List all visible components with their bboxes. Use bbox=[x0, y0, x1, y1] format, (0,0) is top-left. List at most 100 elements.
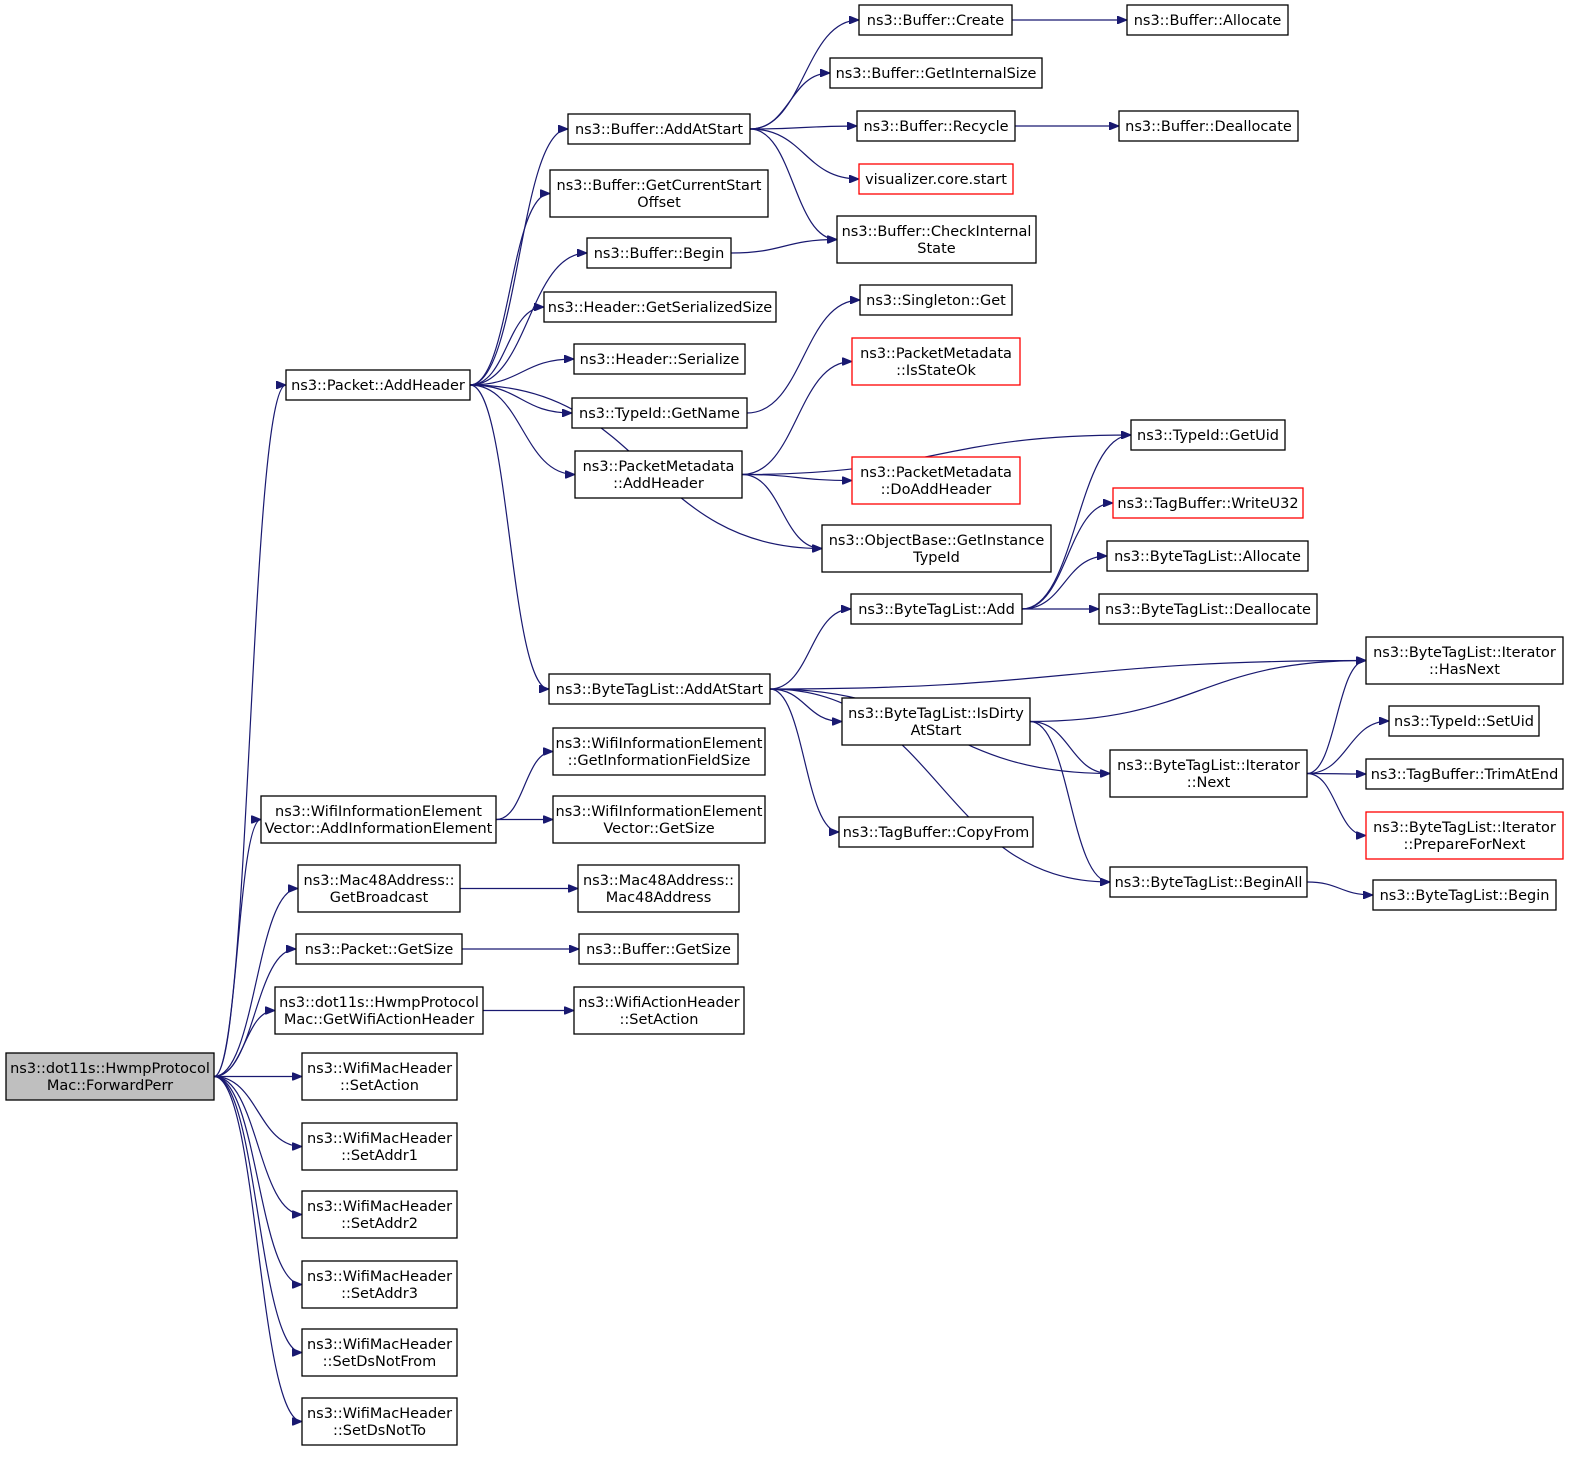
node-ns3-typeid-getuid[interactable]: ns3::TypeId::GetUid bbox=[1130, 419, 1286, 451]
edge-n0-to-n11 bbox=[213, 1075, 303, 1422]
node-ns3-tagbuffer-trimatend[interactable]: ns3::TagBuffer::TrimAtEnd bbox=[1365, 758, 1564, 790]
node-ns3-dot11s-hwmpprotocolmac-getwifiactionheader[interactable]: ns3::dot11s::HwmpProtocolMac::GetWifiAct… bbox=[274, 986, 484, 1035]
edge-n12-to-n27 bbox=[749, 126, 857, 129]
node-box bbox=[574, 450, 743, 499]
node-label: ::SetAddr2 bbox=[341, 1216, 418, 1232]
node-box bbox=[260, 795, 497, 844]
node-ns3-packetmetadata-isstateok[interactable]: ns3::PacketMetadata::IsStateOk bbox=[851, 337, 1021, 386]
node-ns3-buffer-addatstart[interactable]: ns3::Buffer::AddAtStart bbox=[567, 113, 751, 145]
node-label: ns3::ByteTagList::Add bbox=[858, 602, 1015, 618]
node-ns3-buffer-deallocate[interactable]: ns3::Buffer::Deallocate bbox=[1118, 110, 1299, 142]
node-box bbox=[301, 1190, 458, 1239]
node-ns3-bytetaglist-add[interactable]: ns3::ByteTagList::Add bbox=[850, 593, 1023, 625]
node-label: ::GetInformationFieldSize bbox=[568, 753, 751, 769]
node-box bbox=[829, 57, 1043, 89]
node-ns3-buffer-getinternalsize[interactable]: ns3::Buffer::GetInternalSize bbox=[829, 57, 1043, 89]
node-ns3-wifimacheader-setaddr1[interactable]: ns3::WifiMacHeader::SetAddr1 bbox=[301, 1122, 458, 1171]
node-ns3-bytetaglist-iterator-preparefornext[interactable]: ns3::ByteTagList::Iterator::PrepareForNe… bbox=[1365, 811, 1564, 860]
node-label: ns3::Buffer::Begin bbox=[594, 246, 725, 262]
node-ns3-wifiinformationelementvector-addinformationelement[interactable]: ns3::WifiInformationElementVector::AddIn… bbox=[260, 795, 497, 844]
node-ns3-bytetaglist-iterator-next[interactable]: ns3::ByteTagList::Iterator::Next bbox=[1109, 749, 1308, 798]
node-ns3-wifiinformationelement-getinformationfieldsize[interactable]: ns3::WifiInformationElement::GetInformat… bbox=[552, 727, 766, 776]
node-ns3-wifiinformationelementvector-getsize[interactable]: ns3::WifiInformationElementVector::GetSi… bbox=[552, 795, 766, 844]
node-label: AtStart bbox=[911, 723, 962, 739]
node-ns3-wifiactionheader-setaction[interactable]: ns3::WifiActionHeader::SetAction bbox=[573, 986, 745, 1035]
edge-n2-to-n20 bbox=[495, 752, 554, 821]
edge-n17-to-n30 bbox=[746, 300, 860, 414]
node-box bbox=[586, 237, 732, 269]
edge-n1-to-n13 bbox=[469, 194, 551, 386]
node-ns3-bytetaglist-iterator-hasnext[interactable]: ns3::ByteTagList::Iterator::HasNext bbox=[1365, 636, 1564, 685]
node-ns3-header-serialize[interactable]: ns3::Header::Serialize bbox=[573, 343, 746, 375]
edge-n19-to-n45 bbox=[769, 661, 1366, 690]
node-ns3-packetmetadata-doaddheader[interactable]: ns3::PacketMetadata::DoAddHeader bbox=[851, 456, 1021, 505]
node-label: State bbox=[917, 241, 955, 257]
node-ns3-bytetaglist-allocate[interactable]: ns3::ByteTagList::Allocate bbox=[1106, 540, 1309, 572]
node-label: ns3::Packet::AddHeader bbox=[291, 378, 465, 394]
node-ns3-wifimacheader-setaddr3[interactable]: ns3::WifiMacHeader::SetAddr3 bbox=[301, 1260, 458, 1309]
node-ns3-wifimacheader-setdsnotto[interactable]: ns3::WifiMacHeader::SetDsNotTo bbox=[301, 1397, 458, 1446]
node-label: ns3::PacketMetadata bbox=[583, 459, 735, 475]
node-ns3-packet-getsize[interactable]: ns3::Packet::GetSize bbox=[295, 933, 463, 965]
node-ns3-wifimacheader-setaddr2[interactable]: ns3::WifiMacHeader::SetAddr2 bbox=[301, 1190, 458, 1239]
edge-n18-to-n39 bbox=[741, 435, 1131, 476]
node-ns3-header-getserializedsize[interactable]: ns3::Header::GetSerializedSize bbox=[543, 291, 777, 323]
node-label: ns3::Buffer::Deallocate bbox=[1125, 119, 1292, 135]
node-ns3-tagbuffer-writeu32[interactable]: ns3::TagBuffer::WriteU32 bbox=[1112, 487, 1304, 519]
node-label: ns3::Mac48Address:: bbox=[583, 873, 734, 889]
node-label: ns3::PacketMetadata bbox=[860, 346, 1012, 362]
node-label: ns3::Buffer::GetSize bbox=[586, 942, 731, 958]
node-visualizer-core-start[interactable]: visualizer.core.start bbox=[858, 163, 1014, 195]
edge-n19-to-n44 bbox=[769, 688, 1110, 882]
node-ns3-buffer-begin[interactable]: ns3::Buffer::Begin bbox=[586, 237, 732, 269]
node-box bbox=[301, 1328, 458, 1377]
node-label: ns3::ByteTagList::Iterator bbox=[1117, 758, 1300, 774]
node-ns3-buffer-create[interactable]: ns3::Buffer::Create bbox=[858, 4, 1013, 36]
node-ns3-typeid-setuid[interactable]: ns3::TypeId::SetUid bbox=[1388, 705, 1540, 737]
node-box bbox=[1365, 811, 1564, 860]
node-box bbox=[851, 456, 1021, 505]
node-label: ns3::Packet::GetSize bbox=[305, 942, 454, 958]
edge-n34-to-n40 bbox=[1021, 503, 1113, 610]
node-box bbox=[548, 673, 771, 705]
node-ns3-packetmetadata-addheader[interactable]: ns3::PacketMetadata::AddHeader bbox=[574, 450, 743, 499]
node-ns3-buffer-recycle[interactable]: ns3::Buffer::Recycle bbox=[856, 110, 1016, 142]
node-ns3-buffer-getsize[interactable]: ns3::Buffer::GetSize bbox=[578, 933, 739, 965]
node-ns3-bytetaglist-begin[interactable]: ns3::ByteTagList::Begin bbox=[1372, 879, 1557, 911]
node-box bbox=[859, 284, 1013, 316]
node-ns3-wifimacheader-setdsnotfrom[interactable]: ns3::WifiMacHeader::SetDsNotFrom bbox=[301, 1328, 458, 1377]
node-label: ::SetAddr1 bbox=[341, 1148, 418, 1164]
node-box bbox=[821, 524, 1052, 573]
edge-n43-to-n45 bbox=[1306, 661, 1367, 775]
node-label: ns3::PacketMetadata bbox=[860, 465, 1012, 481]
node-ns3-bytetaglist-beginall[interactable]: ns3::ByteTagList::BeginAll bbox=[1109, 866, 1308, 898]
edge-n1-to-n19 bbox=[469, 384, 550, 689]
node-ns3-typeid-getname[interactable]: ns3::TypeId::GetName bbox=[571, 397, 748, 429]
node-box bbox=[858, 4, 1013, 36]
node-ns3-dot11s-hwmpprotocolmac-forwardperr[interactable]: ns3::dot11s::HwmpProtocolMac::ForwardPer… bbox=[5, 1052, 215, 1101]
node-label: TypeId bbox=[912, 550, 960, 566]
node-ns3-tagbuffer-copyfrom[interactable]: ns3::TagBuffer::CopyFrom bbox=[838, 816, 1034, 848]
node-ns3-bytetaglist-addatstart[interactable]: ns3::ByteTagList::AddAtStart bbox=[548, 673, 771, 705]
node-box bbox=[1098, 593, 1318, 625]
node-ns3-bytetaglist-deallocate[interactable]: ns3::ByteTagList::Deallocate bbox=[1098, 593, 1318, 625]
node-ns3-mac48address-getbroadcast[interactable]: ns3::Mac48Address::GetBroadcast bbox=[297, 864, 461, 913]
node-label: ns3::Buffer::CheckInternal bbox=[842, 224, 1032, 240]
node-ns3-mac48address-mac48address[interactable]: ns3::Mac48Address::Mac48Address bbox=[577, 864, 740, 913]
node-ns3-packet-addheader[interactable]: ns3::Packet::AddHeader bbox=[285, 369, 471, 401]
edge-n0-to-n8 bbox=[213, 1075, 302, 1215]
edge-n14-to-n29 bbox=[730, 240, 837, 254]
node-ns3-singleton-get[interactable]: ns3::Singleton::Get bbox=[859, 284, 1013, 316]
edge-n0-to-n3 bbox=[213, 889, 299, 1078]
node-box bbox=[552, 795, 766, 844]
edge-n0-to-n1 bbox=[213, 385, 287, 1078]
node-ns3-buffer-allocate[interactable]: ns3::Buffer::Allocate bbox=[1126, 4, 1289, 36]
node-label: ::SetDsNotFrom bbox=[323, 1354, 437, 1370]
node-box bbox=[1112, 487, 1304, 519]
node-ns3-wifimacheader-setaction[interactable]: ns3::WifiMacHeader::SetAction bbox=[301, 1052, 458, 1101]
node-label: ns3::ByteTagList::Begin bbox=[1380, 888, 1550, 904]
